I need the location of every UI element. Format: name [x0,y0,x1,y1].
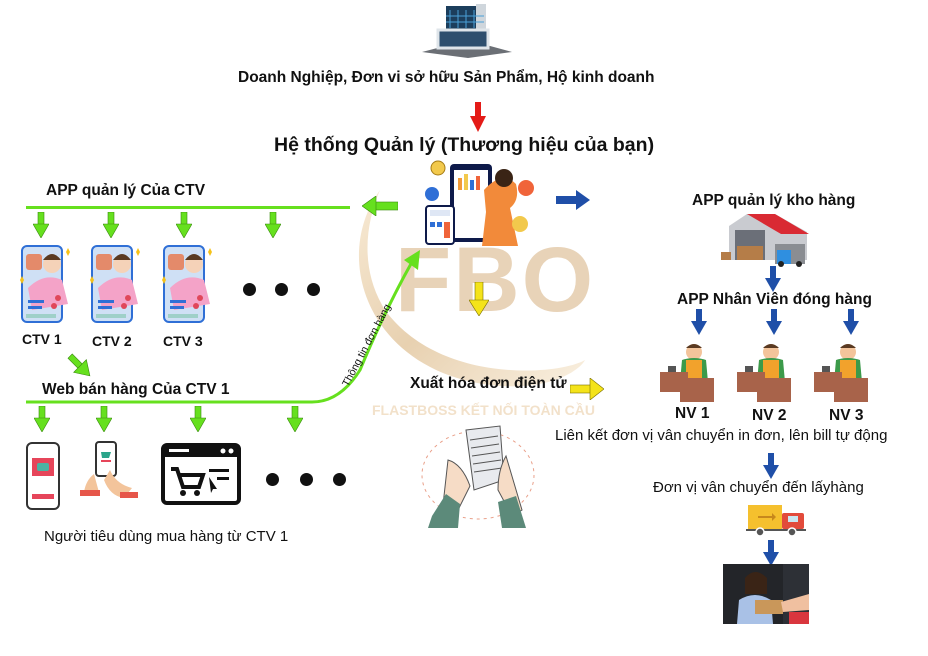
blue-down-arrow-nv3 [843,309,859,340]
yellow-down-arrow-to-invoice [468,281,490,321]
web-label: Web bán hàng Của CTV 1 [42,381,230,398]
business-label: Doanh Nghiệp, Đơn vi sở hữu Sản Phẩm, Hộ… [238,69,655,86]
green-down-arrow-ctv-more [264,211,282,243]
invoice-label-line1: Xuất hóa đơn điện tử [410,374,570,394]
blue-down-arrow-nv1 [691,309,707,340]
influencer-phone-icon [90,245,140,323]
delivery-truck-icon [746,503,808,544]
yellow-right-arrow-to-shipping [569,377,605,405]
ctv-more-dot-2 [275,283,288,296]
customer-receiving-package-photo [723,564,809,624]
system-title: Hệ thống Quản lý (Thương hiệu của bạn) [274,134,655,156]
buyer-more-dot-2 [300,473,313,486]
packer-worker-3 [810,342,880,409]
green-down-arrow-buyer-more [286,405,304,437]
packer-worker-2 [733,342,803,409]
green-left-arrow-to-ctv [361,195,399,221]
ctv-card-1 [18,244,74,329]
hand-phone-cart-icon [80,440,138,507]
packer-app-label: APP Nhân Viên đóng hàng [677,291,872,308]
influencer-phone-icon [162,245,212,323]
warehouse-truck-icon [719,212,811,273]
receipt-hands-icon [418,420,536,535]
packing-worker-icon [814,344,868,402]
packing-worker-icon [660,344,714,402]
green-down-arrow-ctv2 [102,211,120,243]
blue-down-arrow-to-carrier [763,453,779,484]
red-down-arrow [470,102,486,137]
ctv-label-1: CTV 1 [22,331,62,347]
blue-right-arrow-to-warehouse [556,190,590,215]
packer-label-1: NV 1 [675,405,710,422]
green-diagonal-arrow-to-web [66,352,94,385]
buyer-more-dot-3 [333,473,346,486]
green-down-arrow-buyer3 [189,405,207,437]
carrier-label: Đơn vị vân chuyển đến lấyhàng [653,479,864,496]
mobile-shop-icon [26,442,60,515]
packer-worker-1 [656,342,726,409]
invoice-label: Xuất hóa đơn điện tử [410,375,567,392]
green-down-arrow-ctv3 [175,211,193,243]
warehouse-app-label: APP quản lý kho hàng [692,192,856,209]
dashboard-analyst-icon [424,160,534,251]
ctv-card-3 [160,244,216,329]
green-down-arrow-ctv1 [32,211,50,243]
web-line-with-order-curve [0,230,460,425]
ctv-more-dot-3 [307,283,320,296]
blue-down-arrow-to-packer-app [765,266,781,297]
packer-label-3: NV 3 [829,407,864,424]
blue-down-arrow-to-customer [763,540,779,571]
packer-label-2: NV 2 [752,407,787,424]
ctv-app-line [26,206,350,209]
green-down-arrow-buyer1 [33,405,51,437]
watermark-tagline: FLASTBOSS KẾT NỐI TOÀN CẦU [372,402,595,418]
ctv-label-2: CTV 2 [92,333,132,349]
influencer-phone-icon [20,245,70,323]
packing-worker-icon [737,344,791,402]
blue-down-arrow-nv2 [766,309,782,340]
consumer-label: Người tiêu dùng mua hàng từ CTV 1 [44,528,289,545]
green-down-arrow-buyer2 [95,405,113,437]
watermark-logo: FBO [395,229,596,331]
web-cart-icon [161,443,241,510]
ctv-card-2 [88,244,144,329]
ctv-label-3: CTV 3 [163,333,203,349]
shipping-link-label: Liên kết đơn vị vân chuyển in đơn, lên b… [555,427,888,444]
ctv-app-label: APP quản lý Của CTV [46,182,206,199]
buyer-more-dot-1 [266,473,279,486]
office-building-icon [418,2,514,63]
ctv-more-dot-1 [243,283,256,296]
